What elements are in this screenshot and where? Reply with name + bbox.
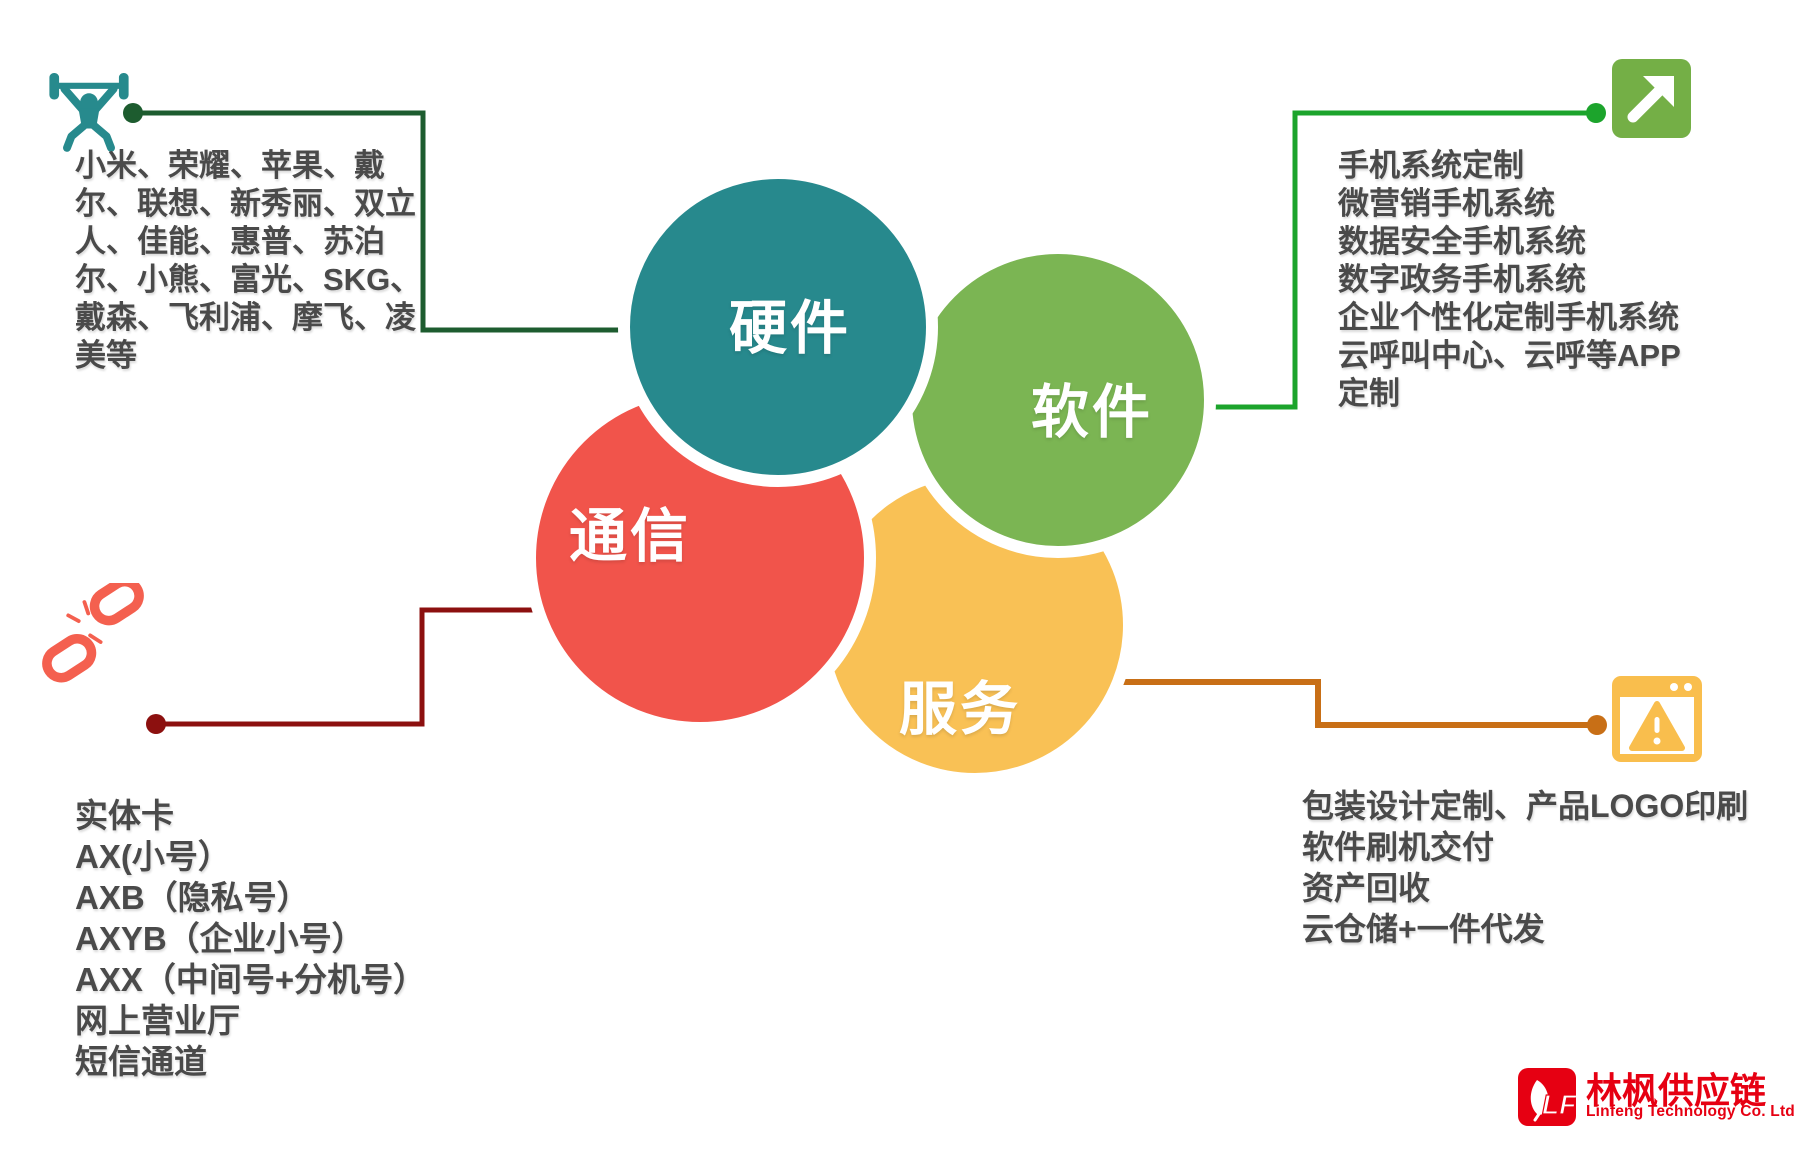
hardware-callout-text: 小米、荣耀、苹果、戴 尔、联想、新秀丽、双立 人、佳能、惠普、苏泊 尔、小熊、富… [75, 147, 421, 375]
communication-callout-line: 网上营业厅 [75, 1002, 240, 1039]
software-callout-line: 定制 [1338, 376, 1400, 411]
service-callout-line: 包装设计定制、产品LOGO印刷 [1302, 788, 1749, 824]
service-callout-line: 软件刷机交付 [1302, 829, 1495, 865]
hardware-callout-line: 尔、联想、新秀丽、双立 [75, 186, 416, 221]
service-callout-line: 云仓储+一件代发 [1302, 911, 1545, 947]
software-callout-line: 云呼叫中心、云呼等APP [1338, 338, 1681, 373]
hardware-connector-line [133, 110, 650, 333]
company-name-english: Linfeng Technology Co. Ltd [1586, 1103, 1795, 1120]
software-connector-dot [1586, 103, 1606, 123]
communication-callout-line: 短信通道 [75, 1043, 207, 1080]
communication-callout-line: AX(小号） [75, 838, 231, 875]
communication-label: 通信 [568, 504, 692, 569]
warning-window-icon [1612, 676, 1702, 762]
software-connector-line [1195, 110, 1596, 410]
communication-connector-dot [146, 714, 166, 734]
hardware-callout-line: 美等 [75, 338, 137, 373]
hardware-callout-line: 戴森、飞利浦、摩飞、凌 [75, 300, 416, 335]
service-connector-line [1100, 679, 1597, 728]
communication-callout-line: AXYB（企业小号） [75, 920, 365, 957]
hardware-callout-line: 小米、荣耀、苹果、戴 [75, 148, 385, 183]
logo-monogram: LF [1542, 1089, 1576, 1120]
software-callout-text: 手机系统定制 微营销手机系统 数据安全手机系统 数字政务手机系统 企业个性化定制… [1338, 147, 1681, 413]
software-callout-line: 数据安全手机系统 [1338, 224, 1586, 259]
broken-link-icon [42, 583, 144, 683]
service-callout-text: 包装设计定制、产品LOGO印刷 软件刷机交付 资产回收 云仓储+一件代发 [1302, 786, 1748, 950]
software-label: 软件 [1030, 380, 1154, 445]
software-callout-line: 数字政务手机系统 [1338, 262, 1586, 297]
communication-callout-line: AXB（隐私号） [75, 879, 310, 916]
service-callout-line: 资产回收 [1302, 870, 1431, 906]
communication-callout-text: 实体卡 AX(小号） AXB（隐私号） AXYB（企业小号） AXX（中间号+分… [75, 795, 426, 1082]
hardware-callout-line: 尔、小熊、富光、SKG、 [75, 262, 422, 297]
communication-callout-line: AXX（中间号+分机号） [75, 961, 427, 998]
hardware-label: 硬件 [728, 296, 852, 361]
company-logo-icon: LF [1518, 1068, 1576, 1126]
communication-connector-line [156, 607, 560, 727]
service-label: 服务 [898, 677, 1022, 742]
company-name: 林枫供应链 [1586, 1070, 1767, 1111]
software-callout-line: 微营销手机系统 [1338, 186, 1555, 221]
arrow-up-right-icon [1612, 59, 1691, 138]
weightlifter-icon [49, 73, 129, 152]
communication-callout-line: 实体卡 [75, 797, 174, 834]
software-callout-line: 企业个性化定制手机系统 [1338, 300, 1679, 335]
hardware-callout-line: 人、佳能、惠普、苏泊 [75, 224, 385, 259]
service-connector-dot [1587, 715, 1607, 735]
software-callout-line: 手机系统定制 [1338, 148, 1524, 183]
hardware-connector-dot [123, 103, 143, 123]
